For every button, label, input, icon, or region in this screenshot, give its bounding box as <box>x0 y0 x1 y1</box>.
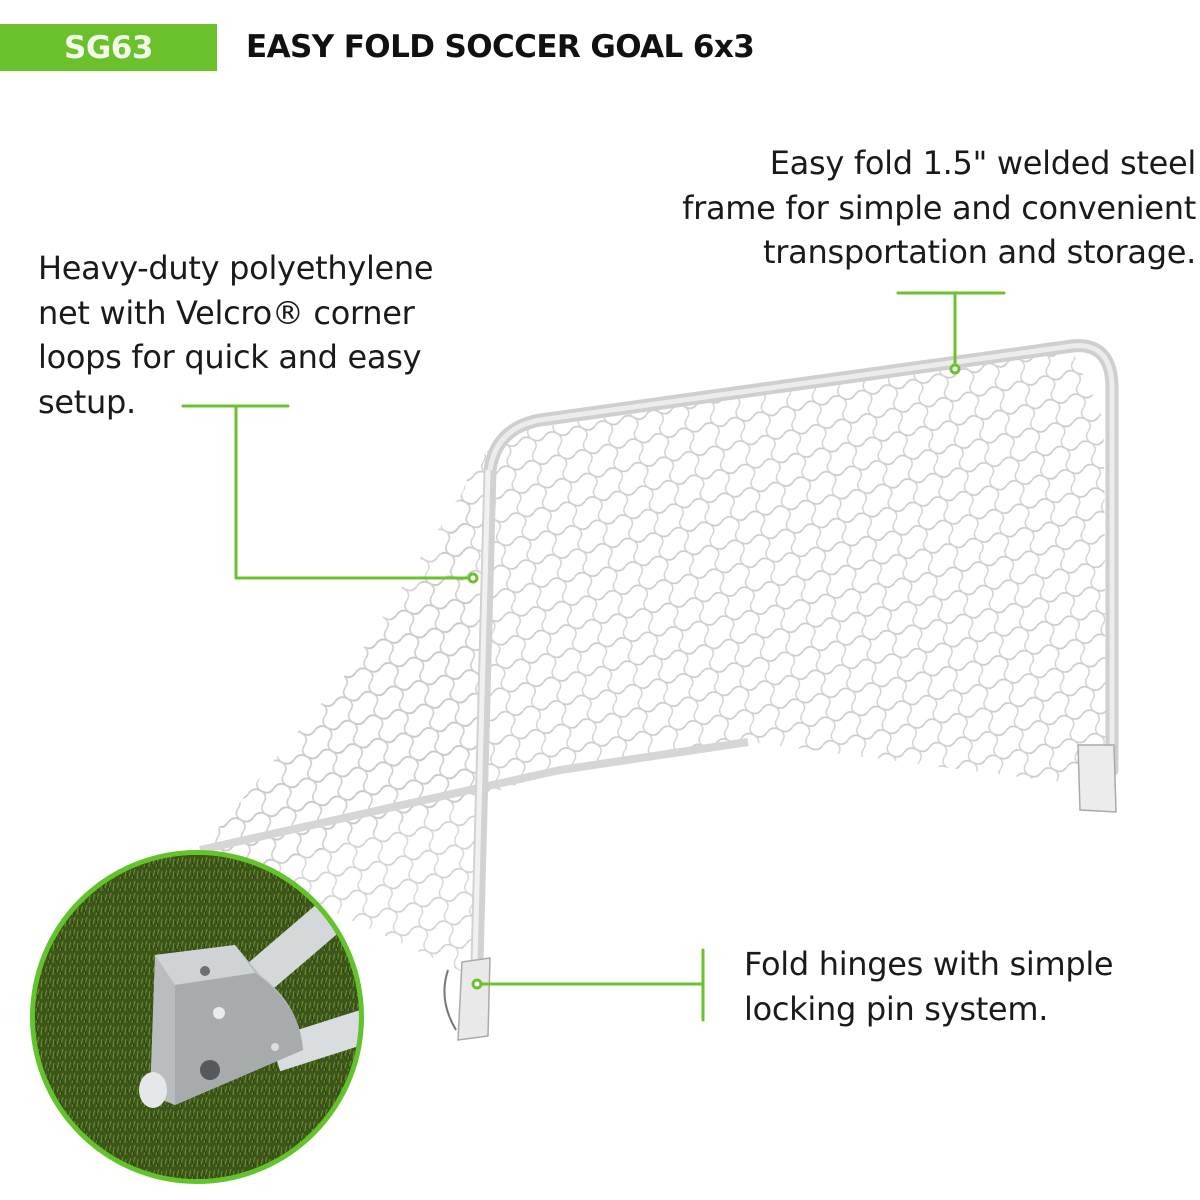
sku-badge-label: SG63 <box>64 29 153 66</box>
callout-net-line: Heavy-duty polyethylene <box>38 249 434 287</box>
product-title: EASY FOLD SOCCER GOAL 6x3 <box>246 29 755 65</box>
callout-hinges-line: Fold hinges with simple <box>744 945 1114 983</box>
sku-badge: SG63 <box>0 24 217 71</box>
callout-net-text: Heavy-duty polyethylene net with Velcro®… <box>38 246 498 424</box>
callout-net-line: loops for quick and easy <box>38 338 422 376</box>
callout-frame-line: frame for simple and convenient <box>682 188 1196 227</box>
hinge-closeup-inset <box>30 850 364 1184</box>
callout-net-line: setup. <box>38 382 136 421</box>
callout-frame-text: Easy fold 1.5" welded steel frame for si… <box>596 141 1196 275</box>
callout-frame-line: Easy fold 1.5" welded steel <box>769 144 1197 182</box>
callout-frame-line: transportation and storage. <box>763 233 1196 271</box>
hinge-closeup-image <box>35 855 359 1179</box>
callout-hinges-line: locking pin system. <box>744 989 1049 1028</box>
callout-hinges-text: Fold hinges with simple locking pin syst… <box>744 942 1184 1031</box>
callout-net-line: net with Velcro® corner <box>38 293 415 332</box>
